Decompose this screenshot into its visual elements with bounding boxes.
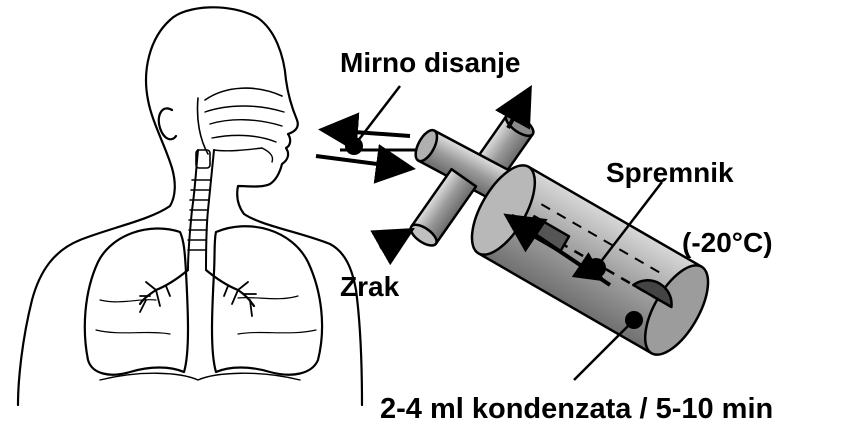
label-yield: 2-4 ml kondenzata / 5-10 min (380, 393, 773, 425)
label-breathing: Mirno disanje (340, 47, 520, 78)
human-torso-lungs-icon (18, 7, 362, 405)
label-container: Spremnik (606, 157, 734, 188)
exhale-arrow (326, 130, 410, 136)
condensate-label-leader (574, 320, 634, 380)
breathing-label-leader (354, 86, 400, 146)
air-inlet-arrow (380, 232, 408, 248)
inhale-arrow (316, 156, 408, 168)
condensate-pointer-dot (625, 311, 643, 329)
condenser-apparatus-icon (407, 110, 720, 364)
breathing-arrows (316, 86, 420, 168)
container-pointer-dot (586, 258, 606, 278)
label-air: Zrak (340, 271, 400, 302)
label-temperature: (-20°C) (682, 227, 773, 258)
